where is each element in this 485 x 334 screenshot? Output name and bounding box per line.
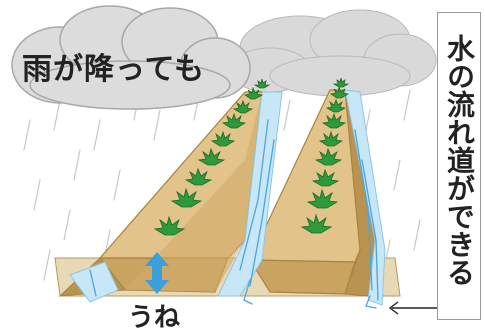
water-flow-lines	[89, 119, 379, 309]
plant-icon	[232, 99, 254, 114]
rain-cloud-icon	[11, 5, 251, 110]
plant-icon	[332, 77, 350, 88]
plant-icon	[170, 187, 203, 208]
ridge-label: うね	[128, 303, 181, 333]
storm-clouds	[229, 9, 437, 97]
plant-icon	[184, 167, 213, 186]
side-panel	[437, 12, 481, 320]
plant-icon	[300, 213, 333, 234]
plant-icon	[318, 130, 344, 147]
side-label: 水の流れ道ができる	[443, 34, 476, 286]
plant-icon	[253, 78, 271, 89]
plant-row-left	[153, 78, 271, 236]
cloud-label: 雨が降っても	[22, 52, 205, 87]
ridge-right	[248, 89, 376, 297]
plant-icon	[325, 98, 347, 113]
water-furrows	[69, 89, 386, 306]
plant-icon	[314, 147, 343, 166]
plant-icon	[243, 86, 264, 100]
plant-icon	[210, 130, 236, 147]
double-arrow-icon	[145, 252, 169, 294]
plant-row-right	[300, 77, 350, 234]
plant-icon	[311, 168, 340, 187]
plant-icon	[153, 215, 186, 236]
plant-icon	[221, 112, 247, 129]
plant-icon	[329, 85, 350, 99]
plant-icon	[321, 112, 347, 129]
pointer-arrow-icon	[388, 301, 437, 315]
plant-icon	[306, 188, 339, 209]
plant-icon	[197, 147, 226, 166]
